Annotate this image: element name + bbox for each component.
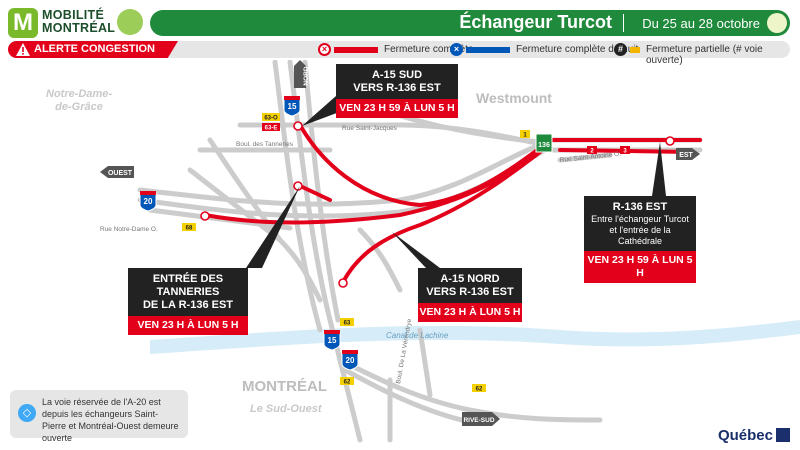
callout-a15-sud: A-15 SUD VERS R-136 EST VEN 23 H 59 À LU… xyxy=(336,64,458,118)
reserved-lane-note: ◇ La voie réservée de l'A-20 est depuis … xyxy=(10,390,188,443)
sign-rive-sud-label: RIVE-SUD xyxy=(463,417,494,424)
shield-r136: 136 xyxy=(535,133,553,153)
mobilite-montreal-logo: M MOBILITÉ MONTRÉAL xyxy=(8,6,118,40)
logo-m-icon: M xyxy=(8,8,38,38)
direction-sign-est: EST xyxy=(676,148,700,160)
night-closure-swatch xyxy=(466,47,510,53)
warning-icon xyxy=(16,43,30,56)
lane-63-e: 63-E xyxy=(265,126,278,132)
callout-a15-sud-title2: VERS R-136 EST xyxy=(353,82,441,94)
fleur-de-lys-icon xyxy=(776,428,790,442)
area-ndg: Notre-Dame- de-Grâce xyxy=(46,88,113,113)
callout-a15-nord: A-15 NORD VERS R-136 EST VEN 23 H À LUN … xyxy=(418,268,522,322)
shield-a20-bottom: 20 xyxy=(341,350,359,371)
direction-sign-ouest: OUEST xyxy=(100,166,134,178)
street-notre-dame: Rue Notre-Dame O. xyxy=(100,226,158,233)
lane-2: 2 xyxy=(590,149,594,155)
shield-a20-left: 20 xyxy=(139,191,157,212)
lane-68: 68 xyxy=(186,226,193,232)
callout-tanneries-title1: ENTRÉE DES TANNERIES xyxy=(152,273,224,298)
partial-closure-icon: # xyxy=(614,43,627,56)
sign-nord-label: NORD xyxy=(303,66,310,85)
full-closure-label: Fermeture complète xyxy=(384,44,474,55)
title-separator xyxy=(623,14,624,32)
callout-a15-nord-title2: VERS R-136 EST xyxy=(426,286,514,298)
alert-banner xyxy=(8,41,178,58)
alert-label: ALERTE CONGESTION xyxy=(34,43,156,55)
partial-closure-label: Fermeture partielle (# voie ouverte) xyxy=(646,44,763,66)
direction-sign-nord: NORD xyxy=(294,60,310,88)
closure-a15-nord xyxy=(341,150,542,284)
callout-a15-nord-title1: A-15 NORD xyxy=(440,273,500,285)
area-montreal: MONTRÉAL xyxy=(242,378,327,395)
night-closure-icon: × xyxy=(450,43,463,56)
shield-a20-bottom-label: 20 xyxy=(346,356,355,365)
sign-ouest-label: OUEST xyxy=(108,170,133,177)
logo-line2: MONTRÉAL xyxy=(42,21,116,35)
lane-1: 1 xyxy=(523,133,527,139)
night-closure-label: Fermeture complète de nuit xyxy=(516,44,639,55)
callout-r136-est-sub1: Entre l'échangeur Turcot xyxy=(591,214,689,224)
shield-a15-bottom: 15 xyxy=(323,330,341,351)
lane-badges: 63-O 63-E 1 2 3 68 63 62 62 xyxy=(182,113,630,393)
partial-closure-swatch xyxy=(630,47,640,53)
page-title: Échangeur Turcot xyxy=(459,12,612,32)
reserved-lane-note-text: La voie réservée de l'A-20 est depuis le… xyxy=(42,397,179,443)
quebec-logo: Québec xyxy=(718,427,790,444)
full-closure-swatch xyxy=(334,47,378,53)
lane-63: 63 xyxy=(344,321,351,327)
date-range: Du 25 au 28 octobre xyxy=(642,16,760,31)
callout-r136-est-sub2: et l'entrée de la Cathédrale xyxy=(609,225,671,246)
shield-a15-top: 15 xyxy=(283,96,301,117)
shield-a20-left-label: 20 xyxy=(144,197,153,206)
lane-63-0: 63-O xyxy=(264,116,278,122)
legend-bar xyxy=(8,41,790,58)
callout-a15-sud-time: VEN 23 H 59 À LUN 5 H xyxy=(336,99,458,118)
title-bar: Échangeur Turcot Du 25 au 28 octobre xyxy=(150,10,790,36)
lane-62-b: 62 xyxy=(476,387,483,393)
quebec-brand-text: Québec xyxy=(717,427,773,444)
logo-line1: MOBILITÉ xyxy=(42,8,105,22)
callout-tanneries-title2: DE LA R-136 EST xyxy=(142,299,234,311)
diamond-lane-icon: ◇ xyxy=(18,404,36,422)
sign-est-label: EST xyxy=(679,152,693,159)
decorative-moon-icon xyxy=(767,13,787,33)
callout-a15-sud-title1: A-15 SUD xyxy=(371,69,423,81)
area-sud-ouest: Le Sud-Ouest xyxy=(250,403,322,415)
street-st-jacques: Rue Saint-Jacques xyxy=(342,125,398,132)
shield-a15-bottom-label: 15 xyxy=(328,336,337,345)
lane-3: 3 xyxy=(623,149,627,155)
closure-tanneries-ramp xyxy=(296,183,332,202)
canal-lachine xyxy=(150,320,800,354)
callout-r136-est-title1: R-136 EST xyxy=(612,201,668,213)
lane-62-a: 62 xyxy=(344,380,351,386)
full-closure-icon: × xyxy=(318,43,331,56)
closure-a15-sud xyxy=(298,123,542,208)
canal-label: Canal de Lachine xyxy=(386,331,449,340)
callout-a15-nord-time: VEN 23 H À LUN 5 H xyxy=(418,303,522,322)
shield-r136-label: 136 xyxy=(538,142,550,149)
area-westmount: Westmount xyxy=(476,90,552,106)
callout-r136-est: R-136 EST Entre l'échangeur Turcot et l'… xyxy=(584,196,696,283)
street-tanneries: Boul. des Tanneries xyxy=(236,141,294,148)
callout-tanneries: ENTRÉE DES TANNERIES DE LA R-136 EST VEN… xyxy=(128,268,248,335)
decorative-circle-icon xyxy=(117,9,143,35)
shield-a15-top-label: 15 xyxy=(288,102,297,111)
callout-tanneries-time: VEN 23 H À LUN 5 H xyxy=(128,316,248,335)
callout-r136-est-time: VEN 23 H 59 À LUN 5 H xyxy=(584,251,696,283)
direction-sign-rive-sud: RIVE-SUD xyxy=(462,412,500,426)
